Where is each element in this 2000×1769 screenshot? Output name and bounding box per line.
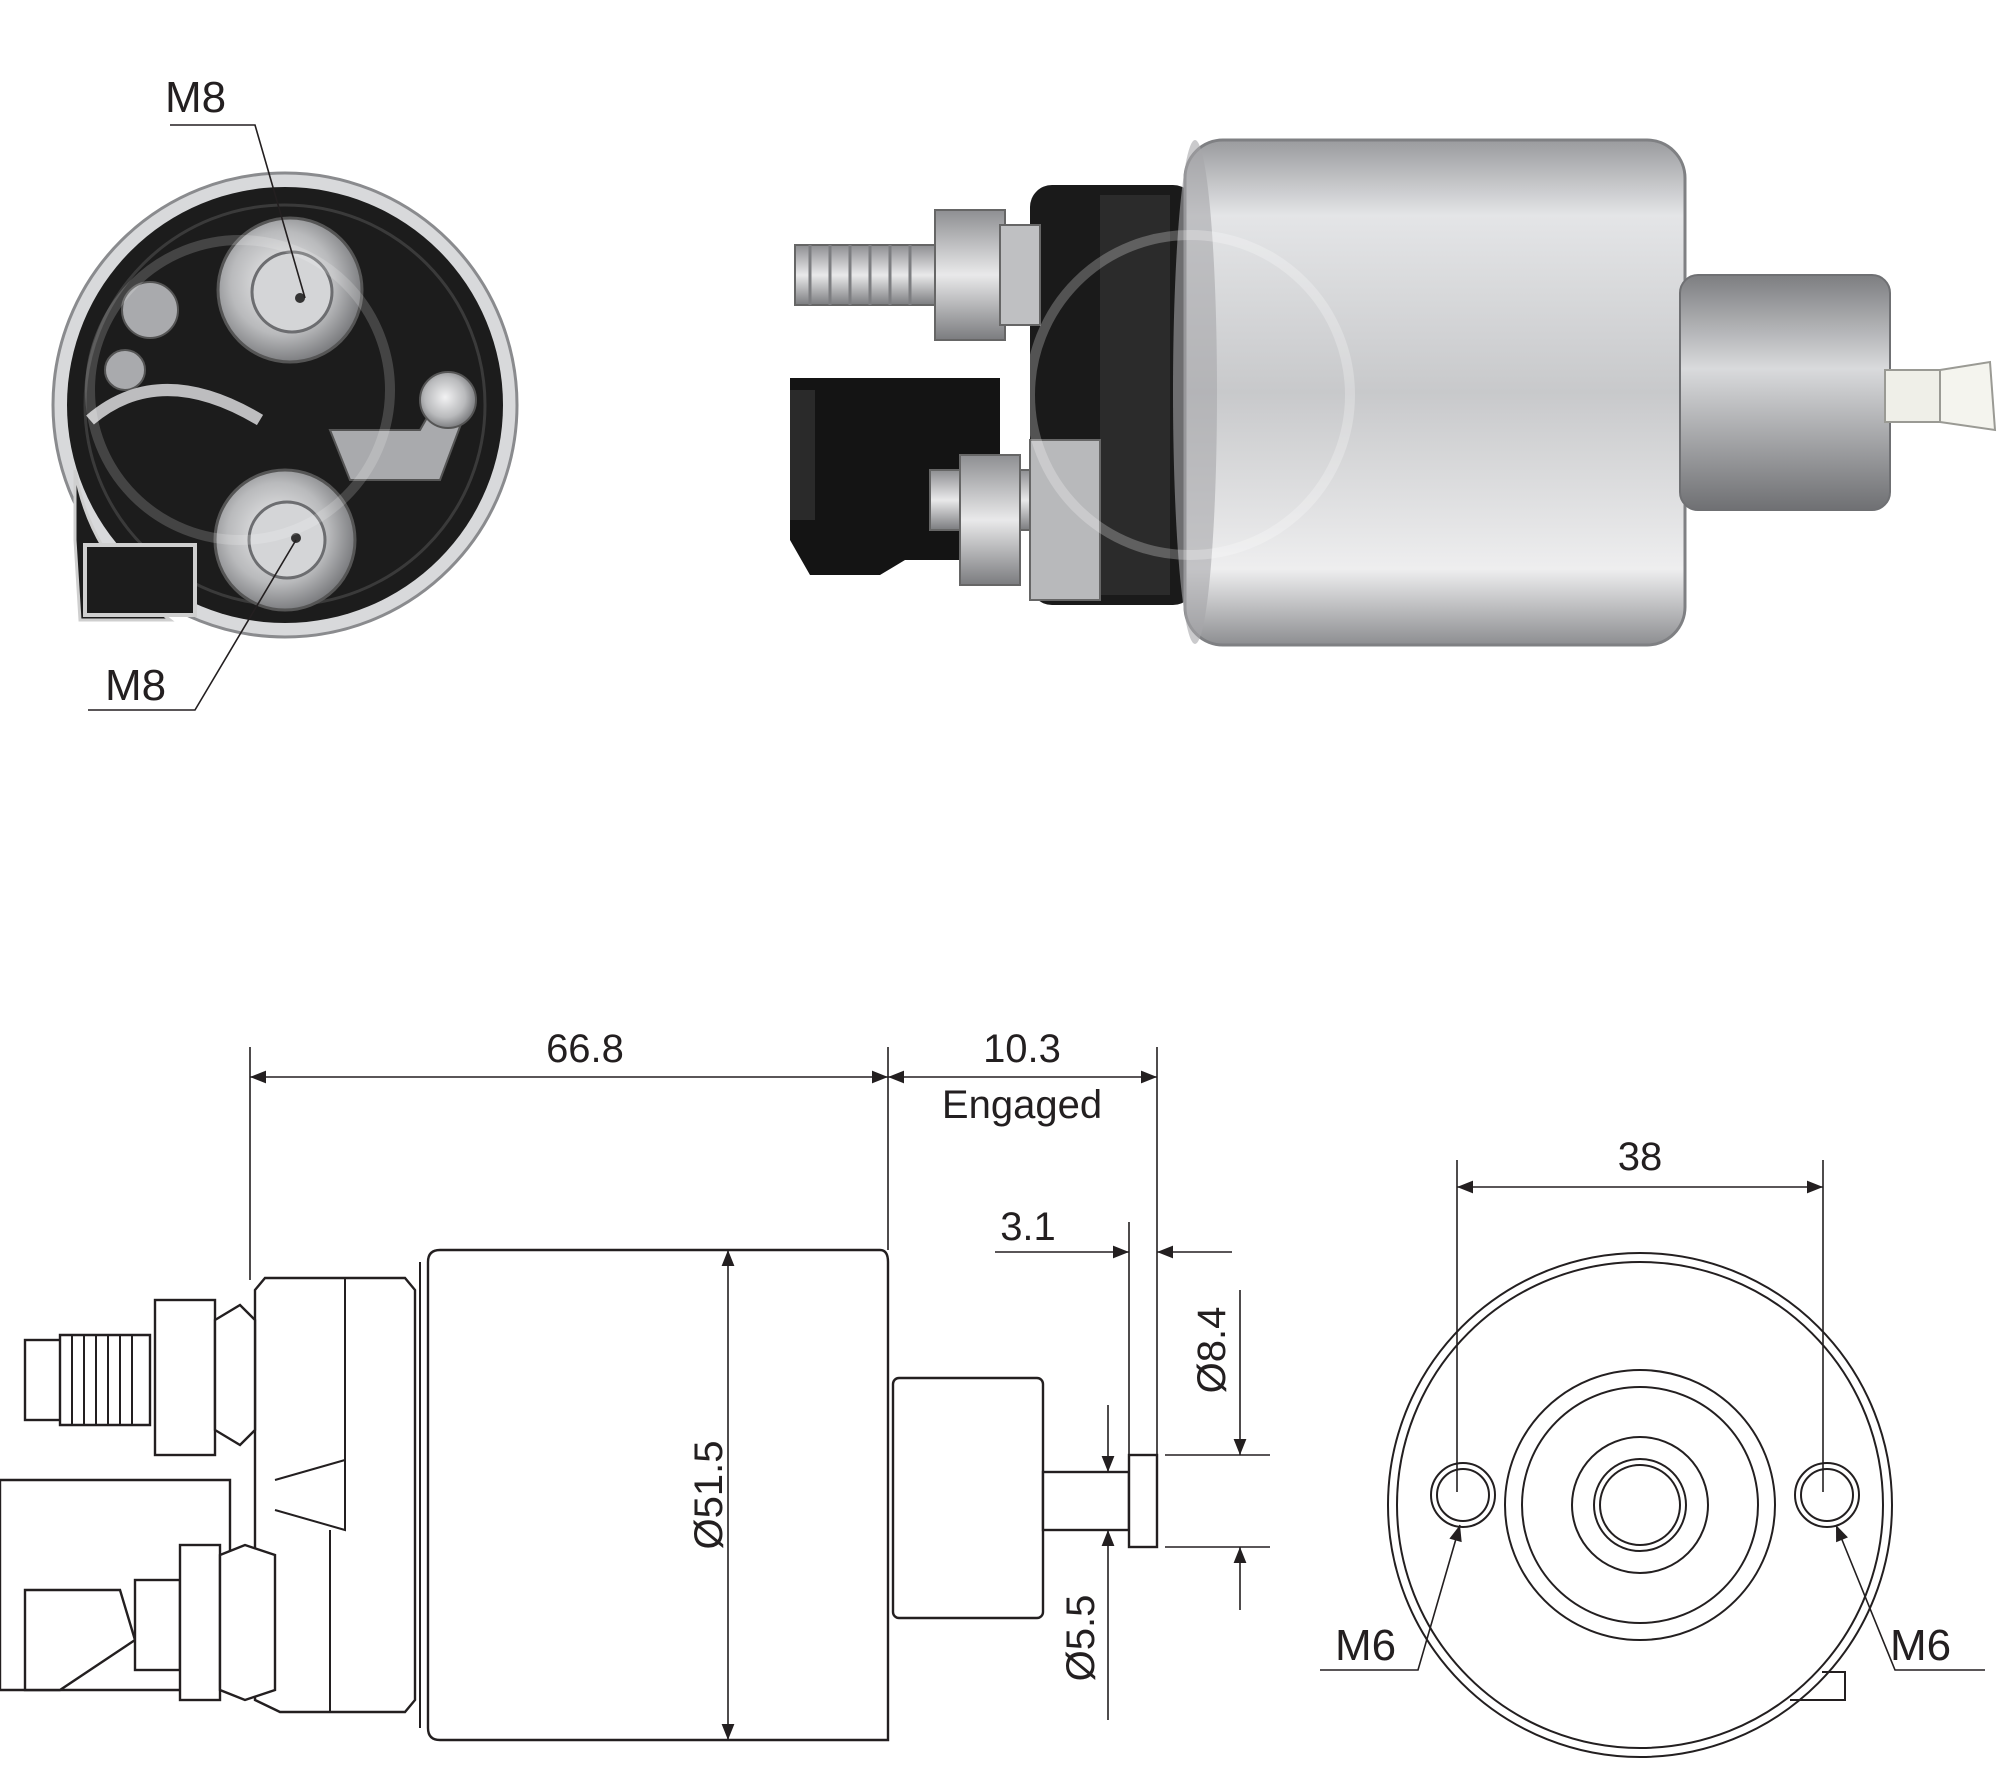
photo-end-view bbox=[51, 171, 519, 639]
dim-label: Ø5.5 bbox=[1059, 1595, 1103, 1682]
side-drawing bbox=[0, 1248, 1159, 1742]
callout-label: M6 bbox=[1890, 1621, 1951, 1670]
photo-side-view bbox=[790, 138, 1997, 647]
dim-plunger-travel: 10.3 Engaged bbox=[888, 1027, 1158, 1455]
dim-plunger-step: 3.1 bbox=[995, 1205, 1232, 1455]
dim-label: 66.8 bbox=[546, 1027, 624, 1071]
dim-label: Ø8.4 bbox=[1190, 1307, 1234, 1394]
dim-label: 3.1 bbox=[1000, 1205, 1056, 1249]
end-drawing bbox=[1387, 1252, 1893, 1758]
dim-body-length: 66.8 bbox=[249, 1027, 889, 1280]
callout-m8-bottom: M8 bbox=[88, 539, 297, 711]
dim-plunger-head-diameter: Ø8.4 bbox=[1165, 1290, 1270, 1610]
callout-label: M8 bbox=[165, 73, 226, 122]
dim-note: Engaged bbox=[942, 1083, 1102, 1127]
dim-label: Ø51.5 bbox=[687, 1441, 731, 1550]
dim-body-diameter: Ø51.5 bbox=[687, 1250, 735, 1740]
callout-m6-left: M6 bbox=[1320, 1524, 1462, 1671]
dim-label: 38 bbox=[1618, 1135, 1663, 1179]
dim-hole-spacing: 38 bbox=[1456, 1135, 1824, 1492]
callout-label: M6 bbox=[1335, 1621, 1396, 1670]
callout-label: M8 bbox=[105, 661, 166, 710]
callout-m6-right: M6 bbox=[1835, 1524, 1985, 1671]
dim-label: 10.3 bbox=[983, 1027, 1061, 1071]
dim-plunger-shaft-diameter: Ø5.5 bbox=[1059, 1405, 1115, 1720]
callout-m8-top: M8 bbox=[165, 73, 306, 299]
